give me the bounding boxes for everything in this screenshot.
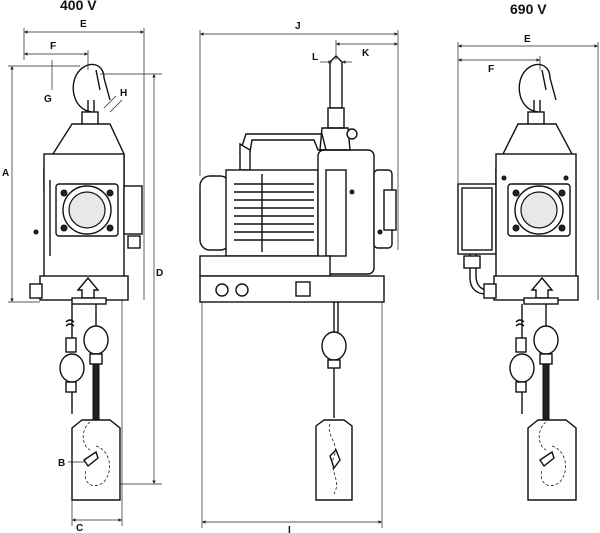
label-A: A <box>2 168 9 179</box>
label-H: H <box>120 88 127 99</box>
label-J: J <box>295 21 301 32</box>
label-F-right: F <box>488 64 494 75</box>
dimensions-side: J K L I <box>199 21 399 533</box>
front-view-400v <box>29 63 143 501</box>
title-400v: 400 V <box>60 0 97 13</box>
label-B: B <box>58 458 65 469</box>
label-L: L <box>312 52 318 63</box>
label-E-right: E <box>524 34 531 45</box>
label-I: I <box>288 525 291 533</box>
motor-fins <box>234 183 314 241</box>
label-F-left: F <box>50 41 56 52</box>
dimensions-400v: E F G H A D B C <box>2 19 163 533</box>
label-E-left: E <box>80 19 87 30</box>
side-view <box>199 55 397 501</box>
label-D: D <box>156 268 163 279</box>
dimensions-690v: E F <box>457 34 599 300</box>
label-G: G <box>44 94 52 105</box>
front-view-690v <box>457 63 579 501</box>
title-690v: 690 V <box>510 1 547 17</box>
label-C: C <box>76 523 83 533</box>
label-K: K <box>362 48 370 59</box>
